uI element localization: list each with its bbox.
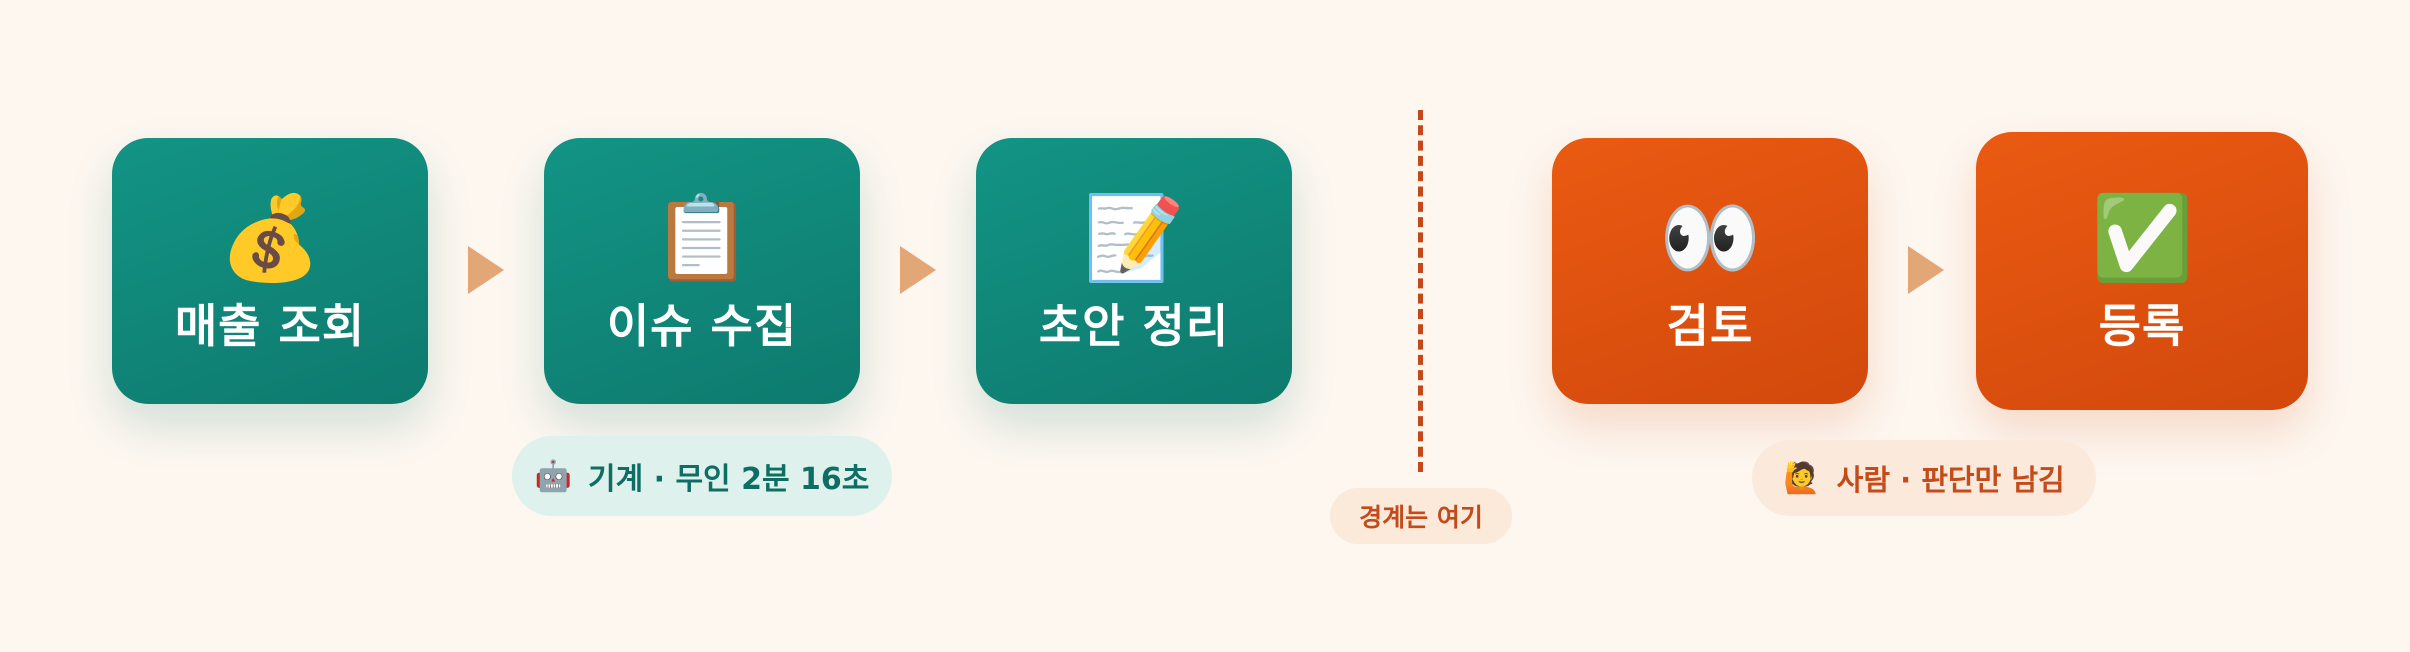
step-register: ✅ 등록 [1976,132,2308,410]
step-review: 👀 검토 [1552,138,1868,404]
arrow-right-icon [1908,246,1944,294]
robot-icon: 🤖 [534,458,572,494]
human-note-text: 사람 · 판단만 남김 [1836,463,2065,497]
boundary-note: 경계는 여기 [1330,488,1512,544]
step-draft-organize: 📝 초안 정리 [976,138,1292,404]
arrow-right-icon [900,246,936,294]
step-sales-lookup: 💰 매출 조회 [112,138,428,404]
step-label: 매출 조회 [174,299,366,353]
person-raising-hand-icon: 🙋 [1783,460,1821,496]
check-mark-icon: ✅ [2090,191,2194,286]
step-label: 초안 정리 [1038,299,1230,353]
money-bag-icon: 💰 [218,191,322,286]
boundary-note-text: 경계는 여기 [1359,503,1483,532]
step-issue-collection: 📋 이슈 수집 [544,138,860,404]
step-label: 등록 [2098,299,2186,353]
boundary-divider [1418,110,1423,472]
eyes-icon: 👀 [1658,191,1762,286]
machine-note-text: 기계 · 무인 2분 16초 [587,462,870,497]
arrow-right-icon [468,246,504,294]
clipboard-icon: 📋 [650,191,754,286]
machine-note: 🤖 기계 · 무인 2분 16초 [512,436,892,516]
step-label: 이슈 수집 [606,299,798,353]
memo-icon: 📝 [1082,191,1186,286]
step-label: 검토 [1666,299,1754,353]
human-note: 🙋 사람 · 판단만 남김 [1752,440,2096,516]
